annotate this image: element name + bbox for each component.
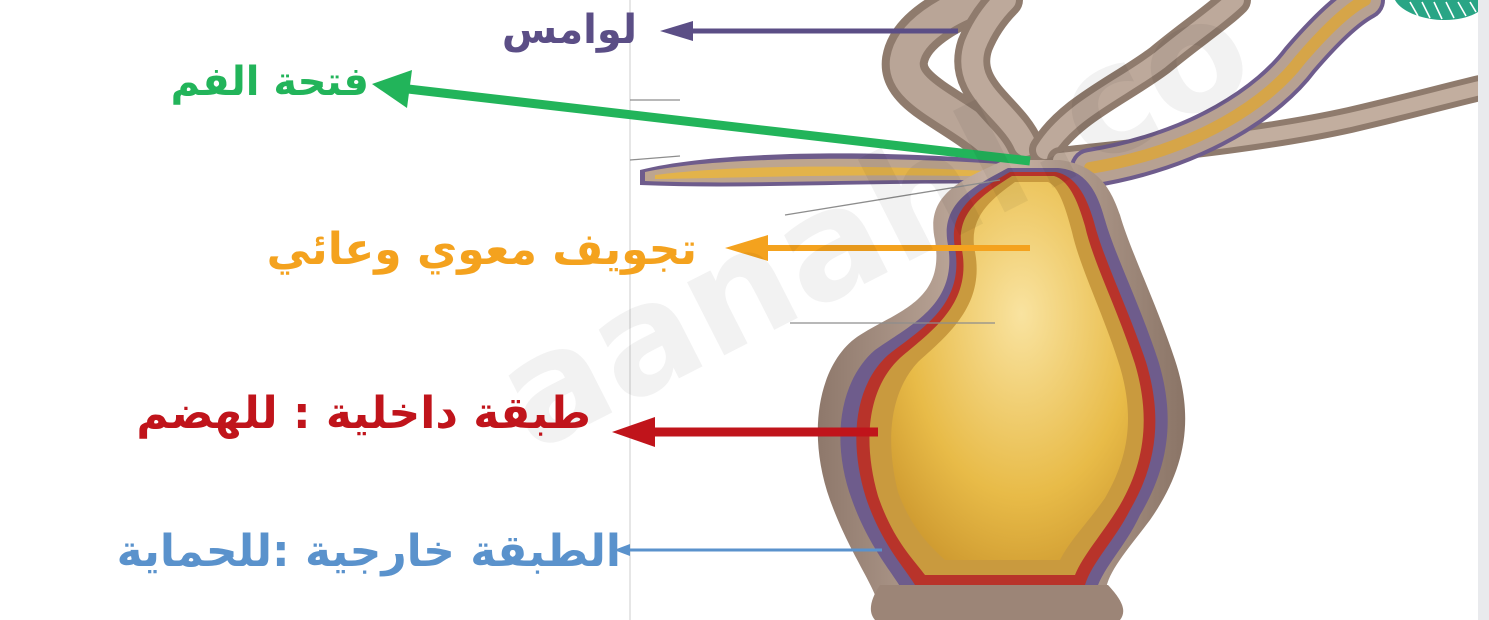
label-mouth-opening: فتحة الفم [171, 62, 369, 102]
label-outer-layer: الطبقة خارجية :للحماية [117, 530, 621, 574]
body-foot [871, 585, 1123, 620]
arrow-outer [614, 544, 882, 556]
right-scroll-strip [1478, 0, 1489, 620]
corner-shell-icon [1395, 0, 1489, 20]
label-inner-layer: طبقة داخلية : للهضم [136, 392, 591, 436]
tentacles-group [905, 0, 1480, 168]
label-gastrovascular-cavity: تجويف معوي وعائي [267, 228, 697, 272]
label-tentacles: لوامس [502, 10, 637, 50]
